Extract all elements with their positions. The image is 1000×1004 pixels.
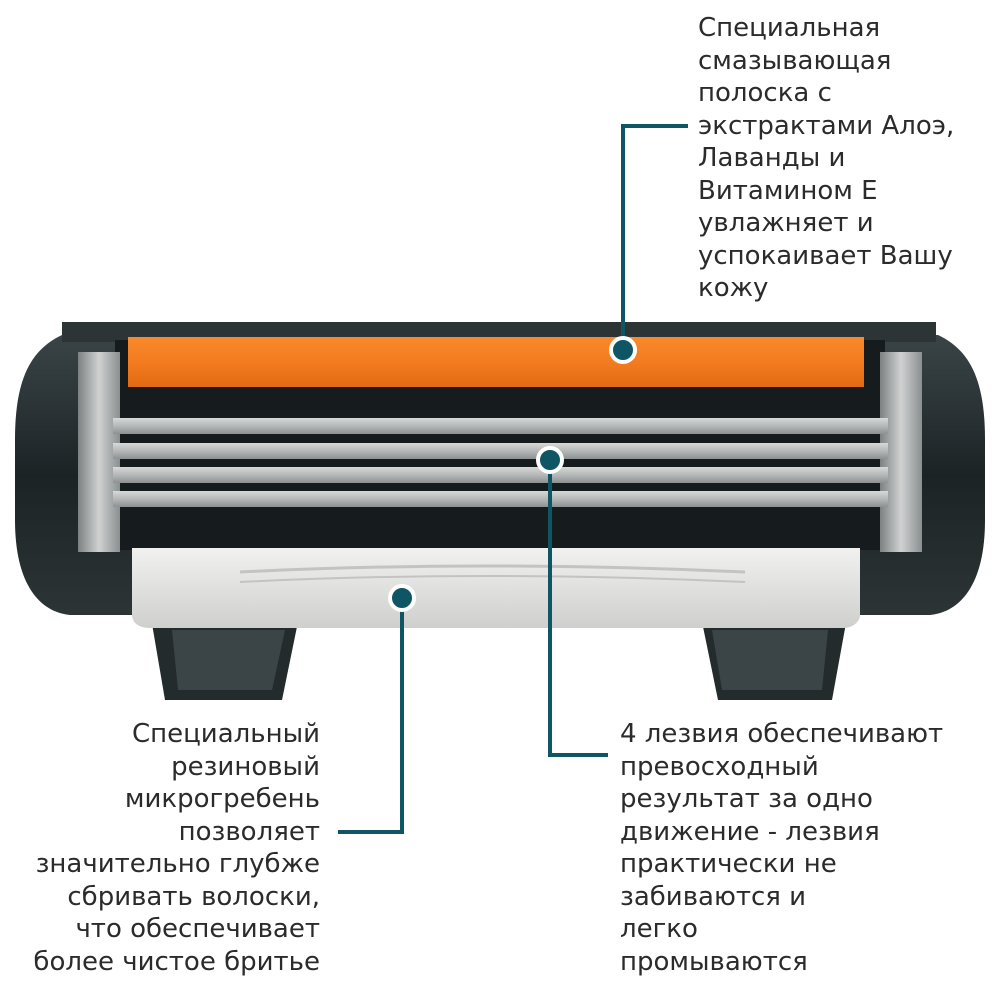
annotation-line: движение - лезвия (620, 816, 880, 847)
annotation-line: практически не (620, 849, 837, 879)
cartridge-feet (150, 612, 848, 700)
blades (113, 418, 888, 507)
annotation-line: сбривать волоски, (67, 881, 320, 912)
annotation-line: позволяет (178, 816, 320, 847)
callout-lines (338, 124, 688, 834)
annotation-line: промываются (620, 946, 808, 977)
annotation-line: микрогребень (124, 784, 320, 814)
strip-callout-dot (609, 336, 637, 364)
annotation-line: смазывающая (698, 45, 892, 76)
annotation-line: результат за одно (620, 784, 873, 814)
lubricating-strip (128, 337, 864, 387)
annotation-line: Лаванды и (698, 143, 846, 173)
blades-callout-dot (536, 446, 564, 474)
blades-annotation: 4 лезвия обеспечивают превосходный резул… (620, 718, 943, 978)
annotation-line: кожу (698, 273, 769, 303)
annotation-line: Витамином Е (698, 175, 878, 206)
callout-markers (388, 336, 637, 612)
annotation-line: успокаивает Вашу (698, 240, 953, 271)
annotation-line: легко (620, 914, 698, 944)
annotation-line: Специальный (131, 719, 320, 749)
annotation-line: 4 лезвия обеспечивают (620, 719, 944, 749)
annotation-line: Специальная (698, 13, 881, 43)
comb-callout-dot (388, 584, 416, 612)
annotation-line: более чистое бритье (33, 946, 320, 977)
annotation-line: экстрактами Алоэ, (698, 110, 955, 141)
rubber-comb-annotation: Специальный резиновый микрогребень позво… (33, 718, 320, 978)
annotation-line: превосходный (620, 751, 819, 782)
annotation-line: значительно глубже (35, 849, 320, 879)
lubricating-strip-annotation: Специальная смазывающая полоска с экстра… (698, 12, 954, 305)
annotation-line: что обеспечивает (75, 914, 320, 944)
annotation-line: увлажняет и (698, 208, 874, 238)
annotation-line: резиновый (171, 751, 320, 782)
annotation-line: забиваются и (620, 881, 807, 912)
annotation-line: полоска с (698, 78, 832, 108)
rubber-comb-guard (132, 548, 860, 628)
